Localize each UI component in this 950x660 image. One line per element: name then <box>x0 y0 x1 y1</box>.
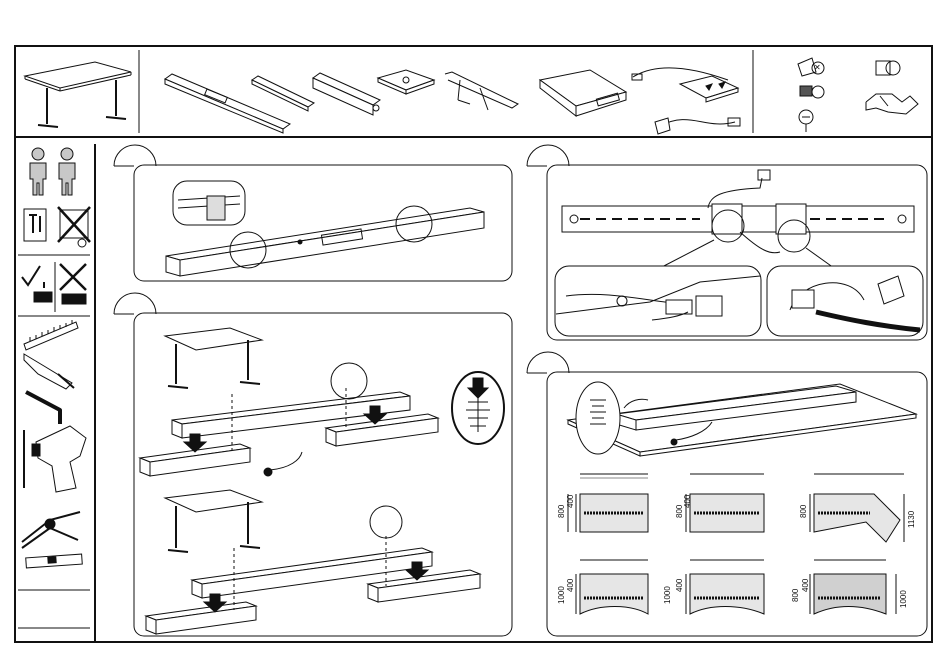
dim-offset-5: 400 <box>675 578 684 592</box>
layout-plan-rect-800-b <box>686 474 764 532</box>
step-2-frame-lower <box>146 506 480 634</box>
step-1-number-badge <box>114 145 156 166</box>
level-icon <box>26 554 83 568</box>
screw-type-c <box>799 110 813 132</box>
cable-clip <box>866 94 918 114</box>
desk-overview-illustration <box>25 62 131 127</box>
layout-plan-corner-1000 <box>810 560 896 614</box>
part-cable <box>632 68 738 102</box>
step-3-rail <box>562 170 914 268</box>
step-2-number-badge <box>114 293 156 314</box>
screw-type-b <box>800 86 824 98</box>
dim-offset-4: 400 <box>566 578 575 592</box>
ruler-icon <box>24 320 78 350</box>
svg-text:✕: ✕ <box>814 63 821 72</box>
hex-key-icon <box>26 392 60 424</box>
dim-depth-6: 1000 <box>899 590 908 608</box>
dim-width-5: 1000 <box>663 586 672 604</box>
step-1-detail-magnifier <box>173 181 245 225</box>
pliers-icon <box>22 512 80 548</box>
dim-width-3: 800 <box>799 504 808 518</box>
part-bracket <box>445 72 518 110</box>
layout-plan-rect-1000 <box>576 560 648 614</box>
step-4-number-badge <box>527 352 569 373</box>
layout-plan-corner-800 <box>810 474 904 542</box>
step-2-frame-upper <box>140 363 438 476</box>
screw-type-a: ✕ <box>798 58 824 76</box>
dim-width-6: 800 <box>791 588 800 602</box>
dim-width-4: 1000 <box>557 586 566 604</box>
step-2-screw-detail <box>452 372 504 444</box>
dim-width-1: 800 <box>557 504 566 518</box>
dim-offset-1: 400 <box>566 494 575 508</box>
part-leg-beam <box>313 73 380 115</box>
dim-offset-6: 400 <box>801 578 810 592</box>
part-power-cord <box>655 118 740 134</box>
part-plate <box>378 70 434 94</box>
step-3-detail-right <box>767 266 923 336</box>
drill-icon <box>24 426 86 492</box>
part-cross-beam <box>252 76 314 111</box>
no-solvent-icon <box>60 264 86 304</box>
dim-offset-2: 400 <box>683 494 692 508</box>
layout-plan-rect-1000-b <box>686 560 764 614</box>
step-2-desk-upper <box>165 328 262 388</box>
tools-required-icon <box>24 209 46 241</box>
screw-type-d <box>876 61 900 75</box>
clean-ok-icon <box>22 266 52 302</box>
step-2-desk-lower <box>165 490 262 552</box>
dim-depth-3: 1130 <box>907 510 916 528</box>
part-control-box <box>540 70 626 116</box>
step-4-desktop-with-frame <box>568 382 916 456</box>
layout-plan-rect-800 <box>568 474 648 532</box>
screwdriver-icon <box>24 354 74 389</box>
step-3-detail-left <box>555 266 761 336</box>
step-3-number-badge <box>527 145 569 166</box>
no-power-tool-icon <box>58 207 90 247</box>
person-icon <box>30 148 75 195</box>
